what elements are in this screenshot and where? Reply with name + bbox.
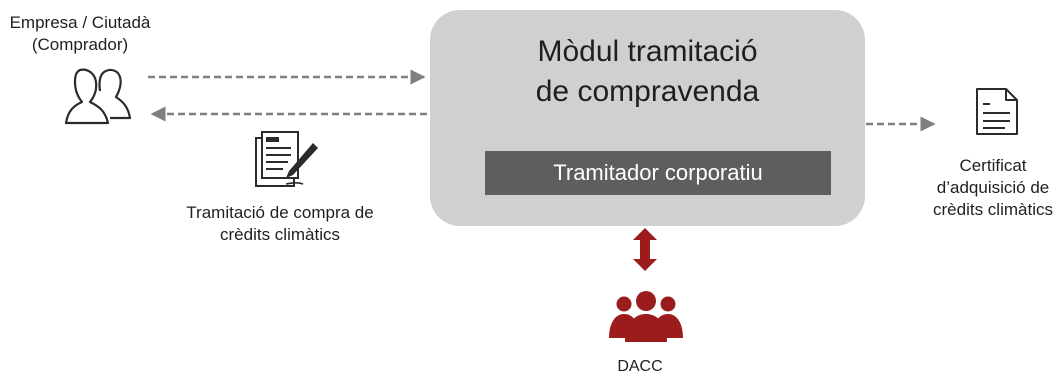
certificate-label-line1: Certificat	[959, 156, 1027, 175]
certificate-label-line3: crèdits climàtics	[933, 200, 1053, 219]
module-box: Mòdul tramitació de compravenda Tramitad…	[430, 10, 865, 226]
users-icon	[64, 68, 132, 125]
module-title-line1: Mòdul tramitació	[537, 35, 758, 68]
tramitador-bar: Tramitador corporatiu	[485, 151, 831, 195]
dacc-label: DACC	[617, 358, 663, 375]
form-label-line2: crèdits climàtics	[220, 225, 340, 244]
certificate-label-line2: d’adquisició de	[936, 178, 1050, 197]
group-icon	[609, 291, 683, 342]
buyer-label-line2: (Comprador)	[31, 35, 129, 54]
buyer-label-line1: Empresa / Ciutadà	[9, 13, 151, 32]
module-title: Mòdul tramitació de compravenda	[430, 32, 865, 112]
document-icon	[976, 88, 1018, 135]
certificate-label: Certificat d’adquisició de crèdits climà…	[925, 155, 1061, 221]
form-edit-icon	[255, 131, 318, 187]
buyer-label: Empresa / Ciutadà (Comprador)	[0, 12, 160, 56]
form-label: Tramitació de compra de crèdits climàtic…	[155, 202, 405, 246]
module-title-line2: de compravenda	[535, 75, 760, 108]
arrow-module-dacc-bidirectional	[633, 228, 657, 271]
form-label-line1: Tramitació de compra de	[186, 203, 374, 222]
